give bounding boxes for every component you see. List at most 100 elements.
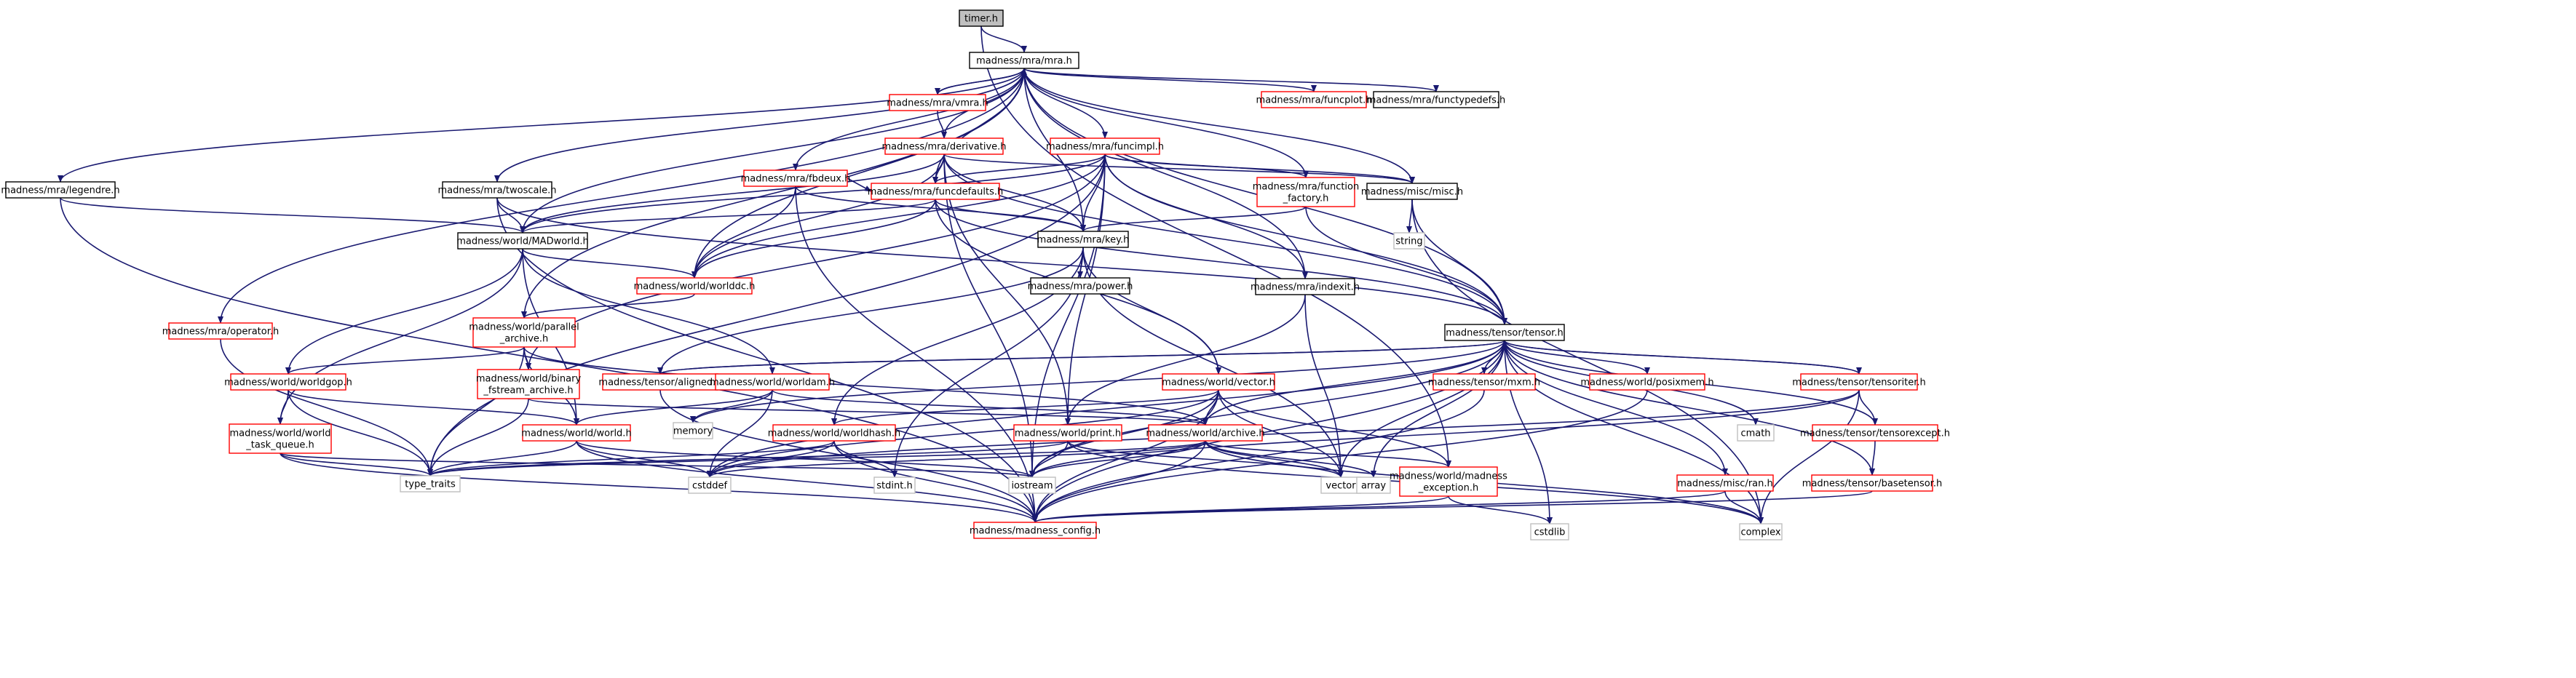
edge-tensor-to-cstdlib <box>1504 340 1553 525</box>
edge-world-to-cstddef <box>576 440 713 478</box>
node-funcdefaults[interactable]: madness/mra/funcdefaults.h <box>868 183 1004 200</box>
node-box <box>715 373 830 391</box>
node-tensoriter[interactable]: madness/tensor/tensoriter.h <box>1792 373 1926 391</box>
node-basetensor[interactable]: madness/tensor/basetensor.h <box>1802 474 1942 492</box>
node-archive[interactable]: madness/world/archive.h <box>1146 424 1265 442</box>
edge-task_queue-to-type_traits <box>280 452 433 476</box>
edge-funcdefaults-to-key <box>935 199 1086 232</box>
edge-misc-to-complex <box>1411 199 1764 525</box>
node-label: iostream <box>1011 481 1053 492</box>
node-indexit[interactable]: madness/mra/indexit.h <box>1251 278 1360 295</box>
edge-tensor-to-vector <box>1338 340 1505 478</box>
edge-parallel_archive-to-worldgop <box>285 346 525 375</box>
edge-key-to-aligned <box>657 247 1084 375</box>
edge-basetensor-to-madness_config <box>1032 490 1873 523</box>
node-label: madness/tensor/tensor.h <box>1446 328 1563 339</box>
edge-print-to-type_traits <box>427 440 1069 476</box>
node-parallel-archive[interactable]: madness/world/parallel_archive.h <box>469 317 579 348</box>
node-label: madness/mra/power.h <box>1028 282 1133 292</box>
node-label: madness/mra/mra.h <box>976 56 1072 67</box>
node-tensor[interactable]: madness/tensor/tensor.h <box>1444 324 1565 341</box>
edge-tensor-to-memory <box>690 340 1505 423</box>
node-memory: memory <box>673 422 713 439</box>
node-posixmem[interactable]: madness/world/posixmem.h <box>1580 373 1714 391</box>
node-box <box>1050 137 1160 155</box>
edge-ran-to-madness_config <box>1032 490 1726 523</box>
edge-mra-to-indexit <box>1023 68 1308 279</box>
node-mxm[interactable]: madness/tensor/mxm.h <box>1428 373 1540 391</box>
node-legendre[interactable]: madness/mra/legendre.h <box>1 181 120 199</box>
node-box <box>1676 474 1774 492</box>
node-worlddc[interactable]: madness/world/worlddc.h <box>634 277 756 295</box>
node-label: madness/misc/misc.h <box>1361 187 1463 198</box>
node-label: madness/mra/twoscale.h <box>438 186 557 196</box>
node-label: _archive.h <box>499 334 549 345</box>
node-ran[interactable]: madness/misc/ran.h <box>1676 474 1774 492</box>
node-box <box>969 52 1079 69</box>
node-power[interactable]: madness/mra/power.h <box>1028 277 1133 295</box>
node-worldam[interactable]: madness/world/worldam.h <box>710 373 835 391</box>
node-label: array <box>1361 481 1386 492</box>
edge-binary_fstream-to-archive <box>528 398 1208 426</box>
edge-tensoriter-to-tensorexcept <box>1858 389 1878 426</box>
node-function-factory[interactable]: madness/mra/function_factory.h <box>1253 177 1360 207</box>
node-label: madness/tensor/basetensor.h <box>1802 479 1942 490</box>
node-label: madness/mra/funcimpl.h <box>1046 142 1164 153</box>
node-box <box>168 322 273 340</box>
node-funcplot[interactable]: madness/mra/funcplot.h <box>1256 91 1372 108</box>
node-timer[interactable]: timer.h <box>959 9 1004 27</box>
node-key[interactable]: madness/mra/key.h <box>1037 231 1130 248</box>
node-label: madness/world/archive.h <box>1146 428 1264 439</box>
node-vector-h[interactable]: madness/world/vector.h <box>1162 373 1275 391</box>
nodes-layer: timer.h madness/mra/mra.h madness/mra/lege… <box>1 9 1950 541</box>
edge-vmra-to-derivative <box>937 110 947 139</box>
node-label: string <box>1395 236 1422 247</box>
node-derivative[interactable]: madness/mra/derivative.h <box>881 137 1007 155</box>
node-label: vector <box>1325 481 1356 492</box>
edge-parallel_archive-to-type_traits <box>427 346 525 476</box>
node-funcimpl[interactable]: madness/mra/funcimpl.h <box>1046 137 1164 155</box>
node-madness-exception[interactable]: madness/world/madness_exception.h <box>1390 466 1507 497</box>
node-print[interactable]: madness/world/print.h <box>1013 424 1122 442</box>
node-task-queue[interactable]: madness/world/world_task_queue.h <box>229 423 332 454</box>
node-fbdeux[interactable]: madness/mra/fbdeux.h <box>741 170 851 187</box>
edge-parallel_archive-to-archive <box>523 346 1208 426</box>
node-box <box>1739 523 1783 541</box>
edge-mra-to-funcimpl <box>1023 68 1108 139</box>
edge-funcimpl-to-tensor <box>1104 153 1507 325</box>
node-label: madness/tensor/tensoriter.h <box>1792 378 1925 388</box>
node-operator[interactable]: madness/mra/operator.h <box>162 322 280 340</box>
node-madworld[interactable]: madness/world/MADworld.h <box>456 232 589 250</box>
edge-fbdeux-to-funcdefaults <box>847 178 872 192</box>
node-box <box>884 137 1004 155</box>
node-aligned[interactable]: madness/tensor/aligned.h <box>598 373 722 391</box>
edge-funcimpl-to-iostream <box>1029 153 1106 478</box>
node-twoscale[interactable]: madness/mra/twoscale.h <box>438 181 557 199</box>
edge-key-to-vector_h <box>1082 247 1221 375</box>
node-box <box>743 170 848 187</box>
node-label: madness/world/print.h <box>1015 428 1121 439</box>
node-box <box>1148 424 1263 442</box>
node-tensorexcept[interactable]: madness/tensor/tensorexcept.h <box>1800 424 1950 442</box>
edge-derivative-to-worlddc <box>691 153 945 279</box>
node-mra[interactable]: madness/mra/mra.h <box>969 52 1079 69</box>
node-worldgop[interactable]: madness/world/worldgop.h <box>224 373 352 391</box>
node-label: madness/mra/fbdeux.h <box>741 174 851 185</box>
edge-archive-to-iostream <box>1029 440 1206 478</box>
node-worldhash[interactable]: madness/world/worldhash.h <box>768 424 901 442</box>
node-misc[interactable]: madness/misc/misc.h <box>1361 183 1463 200</box>
node-vmra[interactable]: madness/mra/vmra.h <box>887 94 988 111</box>
node-world[interactable]: madness/world/world.h <box>521 424 632 442</box>
node-label: cmath <box>1740 428 1770 439</box>
node-label: _fstream_archive.h <box>483 386 573 396</box>
edge-mra-to-operator <box>218 68 1025 324</box>
node-label: madness/misc/ran.h <box>1677 479 1773 490</box>
node-binary-fstream[interactable]: madness/world/binary_fstream_archive.h <box>476 369 582 399</box>
node-cstddef: cstddef <box>688 476 732 494</box>
edge-madworld-to-worldgop <box>285 248 523 375</box>
edge-vmra-to-mra <box>937 68 1027 95</box>
node-functypedefs[interactable]: madness/mra/functypedefs.h <box>1367 91 1506 108</box>
edge-tensor-to-complex <box>1504 340 1764 525</box>
node-box <box>1008 476 1056 494</box>
node-madness-config[interactable]: madness/madness_config.h <box>970 522 1101 539</box>
